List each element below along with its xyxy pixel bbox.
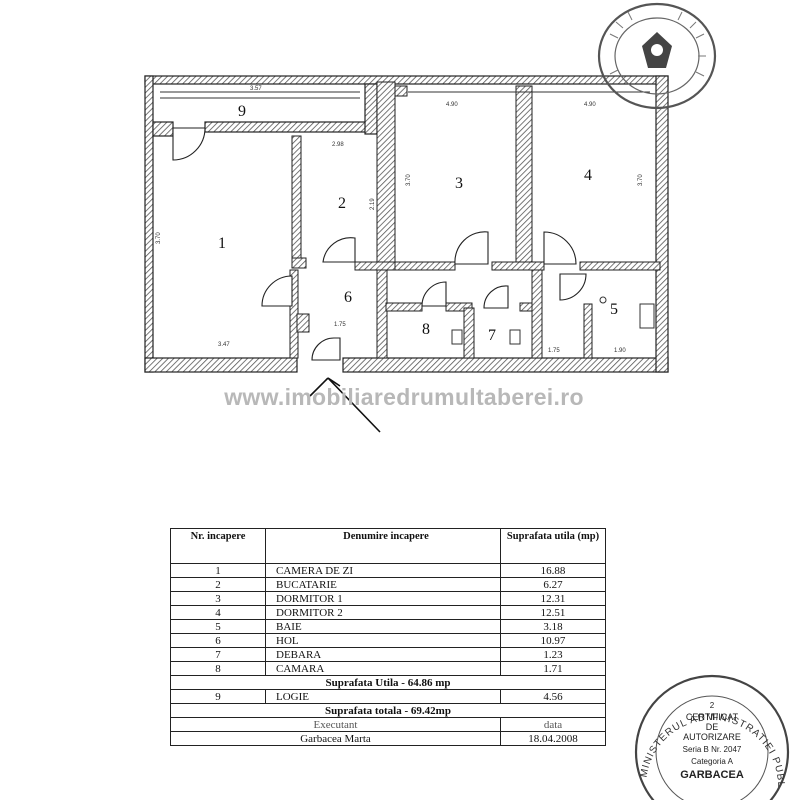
row-area: 12.51 [500,605,606,620]
room-number-8: 8 [422,321,430,338]
dim-room4-side: 3.70 [638,174,644,186]
row-name: BAIE [265,619,501,634]
balcony-rail [160,91,650,99]
room-number-9: 9 [238,103,246,120]
room-number-3: 3 [455,175,463,192]
rooms-table: Nr. incapere Denumire incapere Suprafata… [170,528,606,746]
row-area: 1.23 [500,647,606,662]
floor-plan: 1 2 3 4 5 6 7 8 9 3.57 4.90 4.90 2.98 3.… [144,75,669,433]
dim-room3-side: 3.70 [406,174,412,186]
dim-pantry-bottom: 1.75 [548,348,560,354]
stamp-line4: AUTORIZARE [683,732,741,742]
bathroom-fixtures [451,296,655,345]
loggia-area: 4.56 [500,689,606,704]
row-nr: 7 [170,647,266,662]
stamp-line5: Seria B Nr. 2047 [683,745,742,754]
row-nr: 8 [170,661,266,676]
row-nr: 2 [170,577,266,592]
useful-total: Suprafata Utila - 64.86 mp [170,675,606,690]
dim-hall-bottom: 1.75 [334,322,346,328]
row-name: DORMITOR 1 [265,591,501,606]
dim-top-left: 3.57 [250,86,262,92]
table-row: 3 DORMITOR 1 12.31 [170,591,606,606]
row-area: 16.88 [500,563,606,578]
room-number-1: 1 [218,235,226,252]
table-header-row: Nr. incapere Denumire incapere Suprafata… [170,528,606,564]
row-name: CAMERA DE ZI [265,563,501,578]
dim-left-side: 3.70 [156,232,162,244]
authorization-stamp: MINISTERUL ADMINISTRATIEI PUBLICE 2 CERT… [632,668,790,800]
row-nr: 1 [170,563,266,578]
table-row: 8 CAMARA 1.71 [170,661,606,676]
stamp-line2: CERTIFICAT [686,712,739,722]
inner-walls [289,81,661,359]
dim-top-right: 4.90 [584,102,596,108]
loggia-name: LOGIE [265,689,501,704]
seal-stamp-top [597,2,717,110]
useful-total-row: Suprafata Utila - 64.86 mp [170,675,606,690]
room-number-7: 7 [488,327,496,344]
outer-walls [144,75,669,373]
row-nr: 6 [170,633,266,648]
row-name: DEBARA [265,647,501,662]
date-value: 18.04.2008 [500,731,606,746]
table-row: 5 BAIE 3.18 [170,619,606,634]
dim-room2-side: 2.19 [370,198,376,210]
row-nr: 3 [170,591,266,606]
executant-name: Garbacea Marta [170,731,501,746]
header-nr: Nr. incapere [170,528,266,564]
dim-room1-bottom: 3.47 [218,342,230,348]
dim-bath-bottom: 1.90 [614,348,626,354]
room-number-2: 2 [338,195,346,212]
loggia-nr: 9 [170,689,266,704]
stamp-line3: DE [706,722,719,732]
stamp-line1: 2 [710,701,715,710]
executant-value-row: Garbacea Marta 18.04.2008 [170,731,606,746]
table-row: 4 DORMITOR 2 12.51 [170,605,606,620]
row-area: 12.31 [500,591,606,606]
room-number-5: 5 [610,301,618,318]
dim-kitchen-top: 2.98 [332,142,344,148]
stamp-line7: GARBACEA [680,769,744,781]
row-area: 1.71 [500,661,606,676]
executant-row: Executant data [170,717,606,732]
loggia-row: 9 LOGIE 4.56 [170,689,606,704]
entrance-arrow [309,377,381,433]
row-area: 3.18 [500,619,606,634]
date-label: data [500,717,606,732]
grand-total: Suprafata totala - 69.42mp [170,703,606,718]
stamp-line6: Categoria A [691,757,733,766]
table-row: 2 BUCATARIE 6.27 [170,577,606,592]
dim-balcony-right: 4.90 [446,102,458,108]
row-nr: 4 [170,605,266,620]
door-swings [172,127,587,361]
row-area: 10.97 [500,633,606,648]
row-area: 6.27 [500,577,606,592]
row-nr: 5 [170,619,266,634]
watermark-url: www.imobiliaredrumultaberei.ro [224,384,584,410]
room-number-4: 4 [584,167,592,184]
table-row: 1 CAMERA DE ZI 16.88 [170,563,606,578]
grand-total-row: Suprafata totala - 69.42mp [170,703,606,718]
table-row: 6 HOL 10.97 [170,633,606,648]
row-name: BUCATARIE [265,577,501,592]
row-name: HOL [265,633,501,648]
executant-label: Executant [170,717,501,732]
row-name: DORMITOR 2 [265,605,501,620]
row-name: CAMARA [265,661,501,676]
header-name: Denumire incapere [265,528,501,564]
header-area: Suprafata utila (mp) [500,528,606,564]
room-number-6: 6 [344,289,352,306]
table-row: 7 DEBARA 1.23 [170,647,606,662]
